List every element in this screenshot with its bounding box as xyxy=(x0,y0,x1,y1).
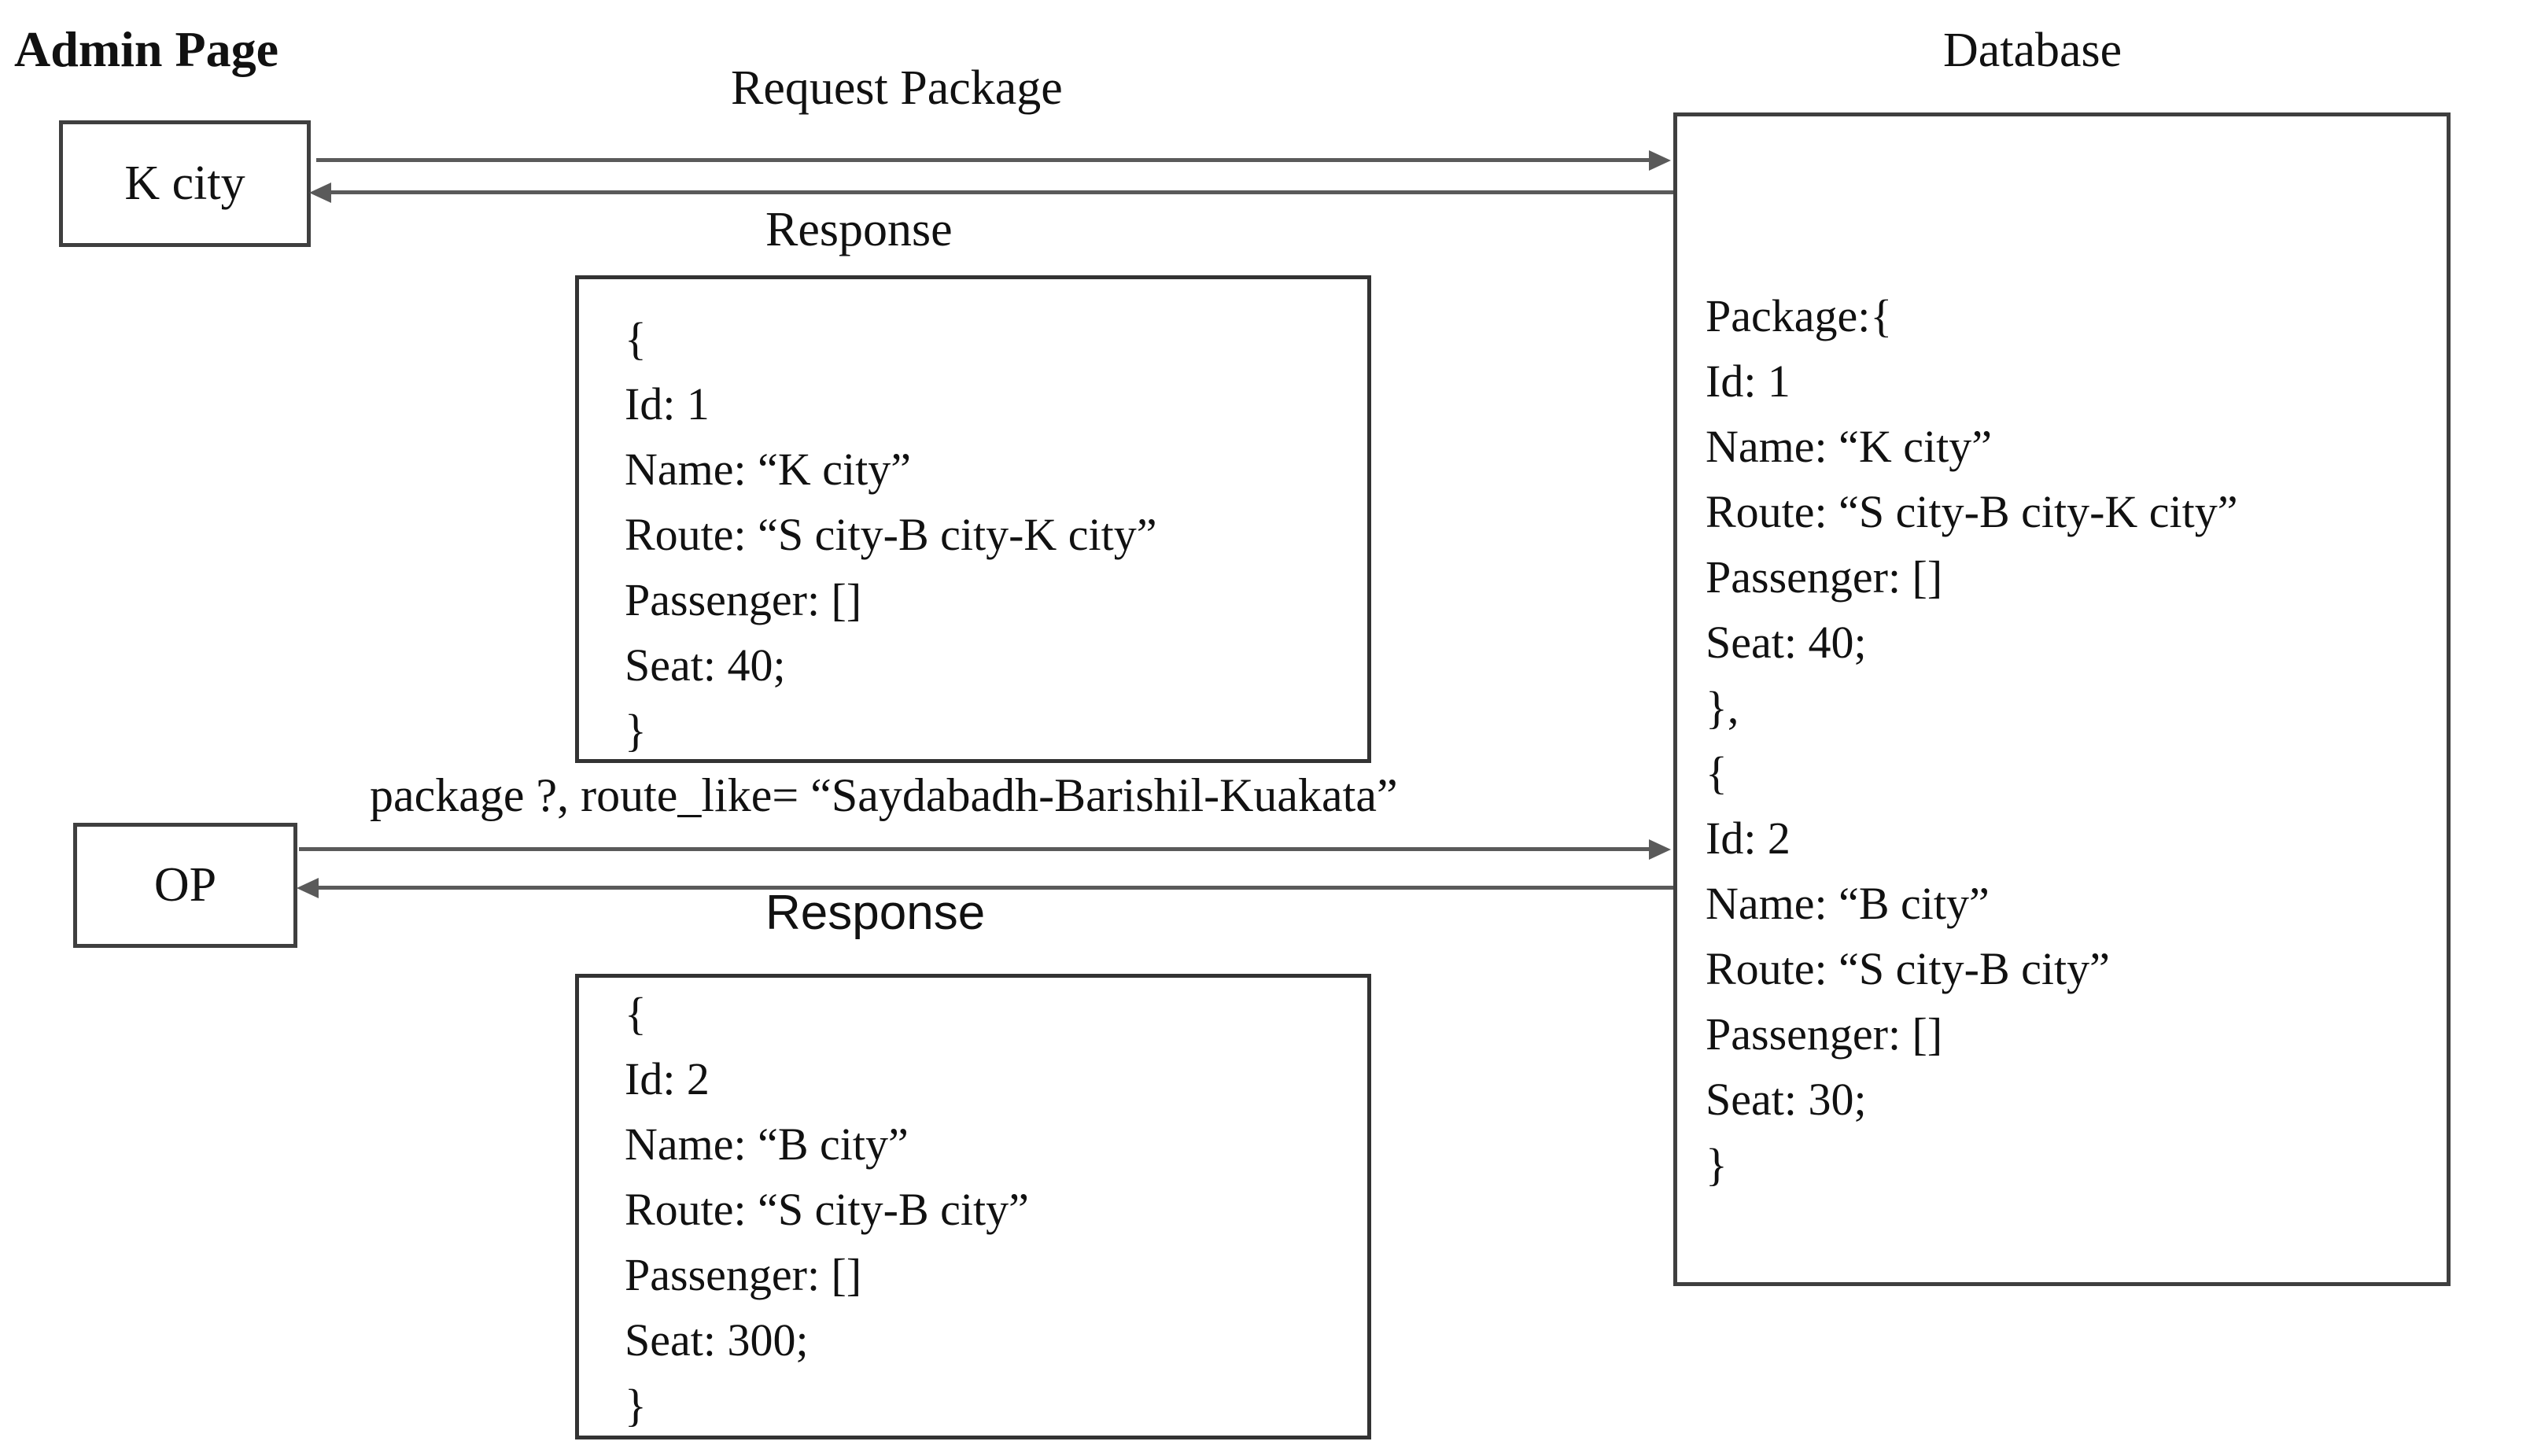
actor-box-k-city: K city xyxy=(59,120,311,247)
code-line: } xyxy=(625,705,647,756)
code-line: Name: “K city” xyxy=(625,444,911,495)
code-line: Passenger: [] xyxy=(625,1249,862,1300)
response-label-1: Response xyxy=(765,203,953,256)
code-line: { xyxy=(625,988,647,1039)
actor-label-k-city: K city xyxy=(124,157,245,210)
code-line: Route: “S city-B city” xyxy=(1706,943,2110,994)
code-line: Passenger: [] xyxy=(1706,551,1943,603)
response-arrow-1-line xyxy=(326,190,1673,194)
code-line: Name: “K city” xyxy=(1706,421,1992,472)
code-line: Name: “B city” xyxy=(625,1119,909,1170)
database-box: Package:{ Id: 1 Name: “K city” Route: “S ci… xyxy=(1673,112,2451,1286)
response-arrow-1-arrowhead-icon xyxy=(309,182,331,203)
code-line: }, xyxy=(1706,682,1739,733)
query-arrow-line xyxy=(299,847,1654,851)
query-arrowhead-icon xyxy=(1649,839,1671,860)
request-package-arrow-line xyxy=(316,158,1654,162)
code-line: Package:{ xyxy=(1706,290,1893,341)
code-line: Passenger: [] xyxy=(1706,1008,1943,1060)
code-line: } xyxy=(1706,1139,1728,1190)
code-line: { xyxy=(625,313,647,364)
code-line: { xyxy=(1706,747,1728,798)
code-line: Id: 1 xyxy=(625,378,710,429)
response-box-1: { Id: 1 Name: “K city” Route: “S city-B cit… xyxy=(575,275,1371,763)
response-arrow-2-arrowhead-icon xyxy=(297,878,319,898)
code-line: Route: “S city-B city-K city” xyxy=(1706,486,2238,537)
admin-page-title: Admin Page xyxy=(14,21,278,77)
code-line: Route: “S city-B city-K city” xyxy=(625,509,1157,560)
code-line: Id: 2 xyxy=(1706,813,1791,864)
code-line: Passenger: [] xyxy=(625,574,862,625)
code-line: Id: 1 xyxy=(1706,356,1791,407)
response-box-2: { Id: 2 Name: “B city” Route: “S city-B cit… xyxy=(575,974,1371,1439)
code-line: Route: “S city-B city” xyxy=(625,1184,1029,1235)
actor-label-op: OP xyxy=(153,858,217,912)
database-title: Database xyxy=(1943,24,2122,77)
code-line: Id: 2 xyxy=(625,1053,710,1104)
response-arrow-2-line xyxy=(314,886,1673,890)
query-route-like-label: package ?, route_like= “Saydabadh-Barish… xyxy=(370,769,1398,821)
code-line: Seat: 30; xyxy=(1706,1074,1867,1125)
actor-box-op: OP xyxy=(73,823,297,948)
code-line: Seat: 40; xyxy=(1706,617,1867,668)
code-line: Seat: 300; xyxy=(625,1314,809,1366)
response-label-2: Response xyxy=(765,886,986,940)
request-package-arrowhead-icon xyxy=(1649,150,1671,171)
code-line: } xyxy=(625,1380,647,1431)
code-line: Seat: 40; xyxy=(625,640,786,691)
request-package-label: Request Package xyxy=(731,61,1063,115)
code-line: Name: “B city” xyxy=(1706,878,1990,929)
